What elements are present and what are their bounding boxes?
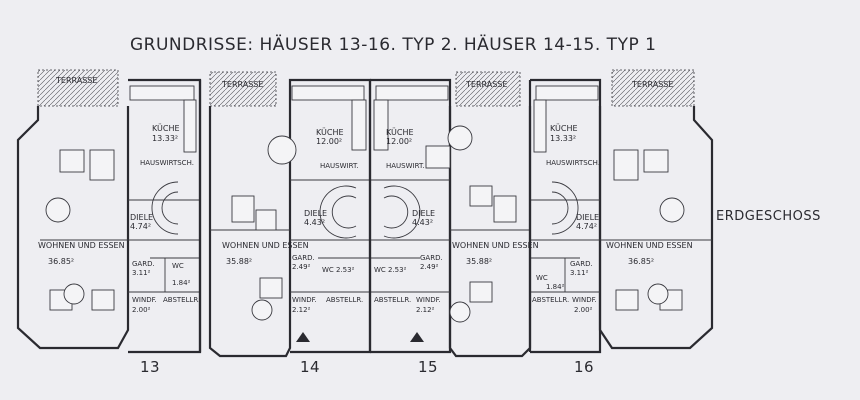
wc-13-area: 1.84² [172, 279, 191, 287]
storage-14-label: ABSTELLR. [326, 296, 363, 304]
entry-arrow-15 [410, 332, 424, 342]
wardrobe-14-label: GARD. [292, 254, 315, 262]
windfang-14-area: 2.12² [292, 306, 311, 314]
utility-16-label: HAUSWIRTSCH. [546, 159, 600, 167]
kitchen-15-label: KÜCHE [386, 127, 414, 137]
house-14-plan: TERRASSE KÜCHE 12.00² HAUSWIRT. DIELE 4.… [208, 71, 372, 376]
house-16-plan: TERRASSE KÜCHE 13.33² HAUSWIRTSCH. DIELE… [530, 69, 714, 376]
hall-14-label: DIELE [304, 209, 327, 218]
plan-title: GRUNDRISSE: HÄUSER 13-16. TYP 2. HÄUSER … [130, 34, 656, 55]
wardrobe-13-area: 3.11² [132, 269, 151, 277]
wc-15-area: 2.53² [388, 266, 407, 274]
living-13-label: WOHNEN UND ESSEN [38, 241, 125, 250]
wc-14-area: 2.53² [336, 266, 355, 274]
kitchen-14-area: 12.00² [316, 137, 342, 146]
kitchen-14-label: KÜCHE [316, 127, 344, 137]
wardrobe-14-area: 2.49² [292, 263, 311, 271]
terrace-15 [455, 71, 521, 107]
wc-16-label: WC [536, 274, 548, 282]
hall-14-area: 4.43² [304, 218, 325, 227]
house-15-number: 15 [418, 358, 438, 376]
kitchen-16-area: 13.33² [550, 134, 576, 143]
hall-13-label: DIELE [130, 213, 153, 222]
windfang-15-label: WINDF. [416, 296, 441, 304]
storage-13-label: ABSTELLR. [163, 296, 200, 304]
storage-16-label: ABSTELLR. [532, 296, 569, 304]
hall-15-label: DIELE [412, 209, 435, 218]
house-15-plan: TERRASSE KÜCHE 12.00² HAUSWIRT. DIELE 4.… [370, 71, 539, 376]
utility-13-label: HAUSWIRTSCH. [140, 159, 194, 167]
windfang-14-label: WINDF. [292, 296, 317, 304]
living-15-area: 35.88² [466, 257, 492, 266]
windfang-16-area: 2.00² [574, 306, 593, 314]
kitchen-13-area: 13.33² [152, 134, 178, 143]
windfang-13-label: WINDF. [132, 296, 157, 304]
hall-13-area: 4.74² [130, 222, 151, 231]
hall-16-label: DIELE [576, 213, 599, 222]
wc-13-label: WC [172, 262, 184, 270]
terrace-16-label: TERRASSE [631, 80, 673, 89]
floor-label: ERDGESCHOSS [716, 209, 821, 224]
kitchen-16-label: KÜCHE [550, 123, 578, 133]
wardrobe-15-label: GARD. [420, 254, 443, 262]
house-13-number: 13 [140, 358, 160, 376]
hall-15-area: 4.43² [412, 218, 433, 227]
wardrobe-16-label: GARD. [570, 260, 593, 268]
terrace-13-label: TERRASSE [55, 76, 97, 85]
storage-15-label: ABSTELLR. [374, 296, 411, 304]
living-16-area: 36.85² [628, 257, 654, 266]
hall-16-area: 4.74² [576, 222, 597, 231]
wc-15-label: WC [374, 266, 386, 274]
terrace-16 [611, 69, 695, 107]
wardrobe-15-area: 2.49² [420, 263, 439, 271]
terrace-15-label: TERRASSE [465, 80, 507, 89]
utility-14-label: HAUSWIRT. [320, 162, 359, 170]
entry-arrow-14 [296, 332, 310, 342]
wardrobe-16-area: 3.11² [570, 269, 589, 277]
terrace-14 [209, 71, 277, 107]
windfang-16-label: WINDF. [572, 296, 597, 304]
house-14-number: 14 [300, 358, 320, 376]
kitchen-13-label: KÜCHE [152, 123, 180, 133]
wc-14-label: WC [322, 266, 334, 274]
wc-16-area: 1.84² [546, 283, 565, 291]
living-14-area: 35.88² [226, 257, 252, 266]
terrace-13 [37, 69, 119, 107]
house-16-number: 16 [574, 358, 594, 376]
living-16-label: WOHNEN UND ESSEN [606, 241, 693, 250]
living-14-label: WOHNEN UND ESSEN [222, 241, 309, 250]
windfang-13-area: 2.00² [132, 306, 151, 314]
utility-15-label: HAUSWIRT. [386, 162, 425, 170]
windfang-15-area: 2.12² [416, 306, 435, 314]
kitchen-15-area: 12.00² [386, 137, 412, 146]
living-15-label: WOHNEN UND ESSEN [452, 241, 539, 250]
wardrobe-13-label: GARD. [132, 260, 155, 268]
house-13-plan: TERRASSE KÜCHE 13.33² HAUSWIRTSCH. DIELE… [16, 69, 202, 376]
living-13-area: 36.85² [48, 257, 74, 266]
terrace-14-label: TERRASSE [221, 80, 263, 89]
